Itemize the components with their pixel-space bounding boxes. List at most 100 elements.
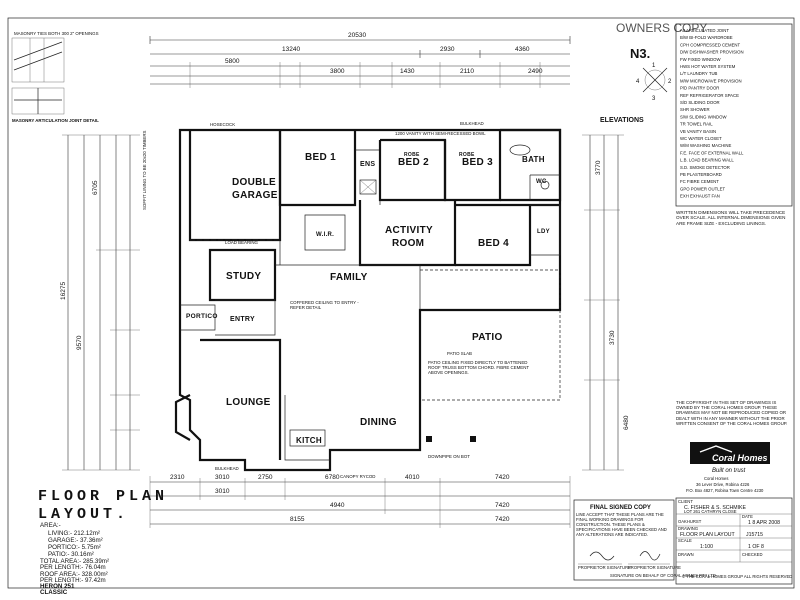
legend-item: B/W BI-FOLD WARDROBE [680, 35, 733, 40]
right-panel: OWNERS COPY N3. 1 2 3 4 ELEVATIONS AJ AR… [600, 21, 793, 493]
signature-1 [589, 551, 615, 561]
dim-bottom3-2: 7420 [495, 516, 510, 523]
masonry-ties-note: MASONRY TIES BOTH 300 2" OPENINGS [14, 31, 99, 36]
dim-top2-5: 2490 [528, 68, 543, 75]
legend-item: REF REFRIGERATOR SPACE [680, 93, 739, 98]
svg-text:1: 1 [652, 63, 656, 69]
tb-scale-label: SCALE [678, 538, 692, 543]
room-bed4: BED 4 [478, 238, 509, 249]
roof-icon [699, 445, 733, 453]
legend-item: S/D SLIDING DOOR [680, 100, 720, 105]
dim-bottom-6: 7420 [495, 474, 510, 481]
legend-item: TR TOWEL RAIL [680, 122, 713, 127]
dim-bottom-4: 6780 [325, 474, 340, 481]
owners-copy-stamp: OWNERS COPY [616, 21, 707, 35]
legend-item: L.B. LOAD BEARING WALL [680, 158, 734, 163]
tb-sheet: 1 OF 8 [748, 544, 764, 550]
legend-item: EXH EXHAUST FAN [680, 194, 720, 199]
note-vanity: 1200 VANITY WITH SEMI-RECESSED BOWL [395, 131, 486, 136]
room-patio: PATIO [472, 332, 503, 343]
tb-scale: 1:100 [700, 544, 713, 550]
copyright-wrap: THE COPYRIGHT IN THIS SET OF DRAWINGS IS… [676, 400, 787, 426]
legend-item: M/W MICROWAVE PROVISION [680, 78, 742, 83]
room-labels: BED 1 BED 2 BED 3 ENS BATH WC DOUBLE GAR… [186, 152, 550, 445]
note-canopy: CANOPY RYCOD [340, 474, 375, 479]
legend-item: SHR SHOWER [680, 107, 710, 112]
area-heading: AREA:- [40, 522, 61, 529]
room-dining: DINING [360, 417, 397, 428]
room-activity-line1: ACTIVITY [385, 225, 433, 236]
area-design: HERON 251 [40, 583, 75, 590]
dim-top-2: 2930 [440, 46, 455, 53]
legend-item: W/M WASHING MACHINE [680, 143, 732, 148]
final-heading: FINAL SIGNED COPY [590, 505, 651, 511]
legend-item: WC WATER CLOSET [680, 136, 722, 141]
elevation-compass-icon: 1 2 3 4 [636, 63, 672, 102]
ensuite-shower [359, 179, 377, 195]
bed4-walls [455, 203, 560, 267]
title-line2: LAYOUT. [38, 506, 129, 523]
brand-address-2: 36 Lever Drive, Robina 4226 [696, 482, 750, 487]
room-study: STUDY [226, 271, 261, 282]
title-line1: FLOOR PLAN [38, 488, 168, 505]
area-garage: GARAGE:- 37.36m² [48, 537, 103, 544]
legend-item: GPO POWER OUTLET [680, 186, 725, 191]
dim-bottom2-2: 4940 [330, 502, 345, 509]
room-ens: ENS [360, 161, 375, 168]
tb-client: C. FISHER & S. SCHMIKE [684, 505, 747, 511]
written-notes-wrap: WRITTEN DIMENSIONS WILL TAKE PRECEDENCE … [676, 210, 785, 226]
wc-walls [529, 174, 560, 200]
note-coffered-wrap: COFFERED CEILING TO ENTRY - REFER DETAIL [290, 300, 359, 310]
room-activity-line2: ROOM [392, 238, 424, 249]
legend-item: P/D PANTRY DOOR [680, 86, 719, 91]
room-ldy: LDY [537, 229, 550, 235]
room-entry: ENTRY [230, 316, 255, 323]
elevations-label: ELEVATIONS [600, 117, 644, 124]
final-body-wrap: LINE ACCEPT THAT THESE PLANS ARE THE FIN… [576, 512, 667, 537]
tb-lot: LOT 261 CATHRYN CLOSE [684, 509, 737, 514]
bed2-walls [378, 138, 447, 202]
tb-date: 1 8 APR 2008 [748, 520, 780, 526]
tb-client-label: CLIENT [678, 499, 693, 504]
tb-suburb: OAKHURST [678, 519, 702, 524]
room-bed2: BED 2 [398, 157, 429, 168]
masonry-details: MASONRY TIES BOTH 300 2" OPENINGS MASONR… [11, 31, 99, 123]
room-bath: BATH [522, 155, 545, 164]
area-total: TOTAL AREA:- 285.39m² [40, 558, 109, 565]
floor-plan [174, 128, 562, 472]
tb-checked-label: CHECKED [742, 552, 762, 557]
legend-item: VB VANITY BASIN [680, 129, 716, 134]
dim-left-1: 16275 [60, 282, 67, 300]
area-portico: PORTICO:- 5.75m² [48, 544, 101, 551]
final-signed-copy: FINAL SIGNED COPY LINE ACCEPT THAT THESE… [573, 499, 716, 581]
final-body: LINE ACCEPT THAT THESE PLANS ARE THE FIN… [576, 512, 667, 537]
dim-bottom-5: 4010 [405, 474, 420, 481]
dim-left-3: 6705 [92, 180, 99, 195]
legend-item: L/T LAUNDRY TUB [680, 71, 718, 76]
area-schedule: AREA:- LIVING:- 212.12m² GARAGE:- 37.36m… [40, 522, 109, 596]
dim-bottom-3: 2750 [258, 474, 273, 481]
legend-item: CPH COMPRESSED CEMENT [680, 42, 741, 47]
tb-date-label: DATE [742, 514, 753, 519]
wir-walls [304, 214, 346, 251]
title-block: CLIENT C. FISHER & S. SCHMIKE LOT 261 CA… [675, 497, 793, 585]
tb-copyright-footer: © THE CORAL HOMES GROUP ALL RIGHTS RESER… [682, 574, 792, 579]
legend-item: S.D. SMOKE DETECTOR [680, 165, 730, 170]
ensuite-walls [355, 149, 381, 205]
room-family: FAMILY [330, 272, 368, 283]
patio-pillar [470, 436, 476, 442]
note-patio-slab: PATIO SLAB [447, 351, 472, 356]
note-patio-ceiling-wrap: PATIO CEILING FIXED DIRECTLY TO BATTENED… [428, 360, 529, 375]
dim-bottom3-1: 8155 [290, 516, 305, 523]
area-per-length-2: PER LENGTH:- 97.42m [40, 577, 106, 584]
patio-pillar [426, 436, 432, 442]
brand-address-1: Coral Homes [704, 476, 728, 481]
dim-bottom2-3: 7420 [495, 502, 510, 509]
legend-item: FC FIBRE CEMENT [680, 179, 719, 184]
note-load-bearing: LOAD BEARING [225, 240, 259, 245]
brand-tagline: Built on trust [712, 468, 746, 474]
room-wc: WC [536, 179, 547, 185]
tb-drawing: FLOOR PLAN LAYOUT [680, 532, 736, 538]
sheet-number: N3. [630, 46, 650, 61]
